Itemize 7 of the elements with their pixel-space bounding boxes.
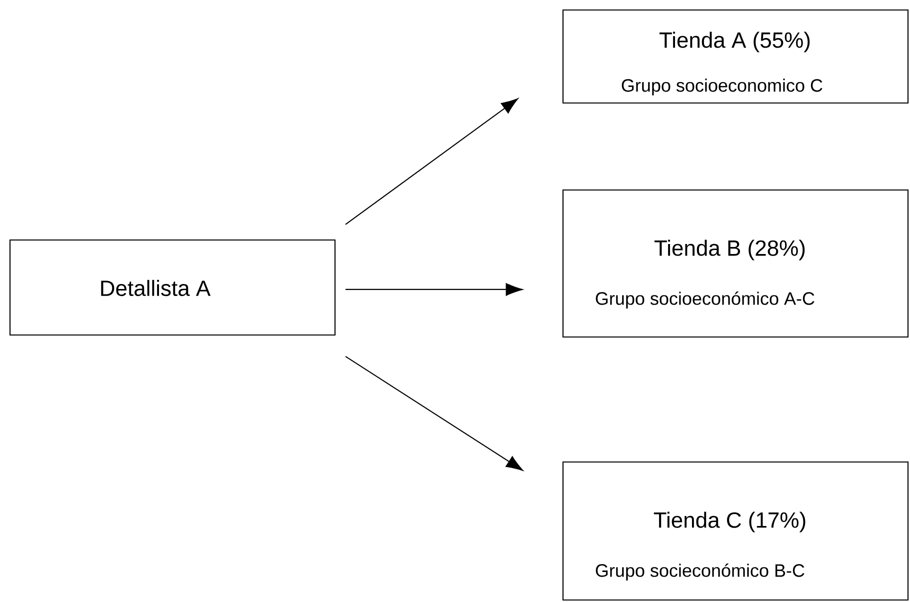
box: Tienda A (55%) Grupo socioeconomico C: [562, 9, 909, 104]
box: Tienda C (17%) Grupo socieconómico B-C: [562, 461, 909, 601]
box: Detallista A: [9, 239, 336, 336]
box: Tienda B (28%) Grupo socioeconómico A-C: [562, 189, 909, 338]
arrow: [345, 356, 524, 471]
arrow: [345, 98, 518, 225]
arrow: [346, 283, 523, 296]
